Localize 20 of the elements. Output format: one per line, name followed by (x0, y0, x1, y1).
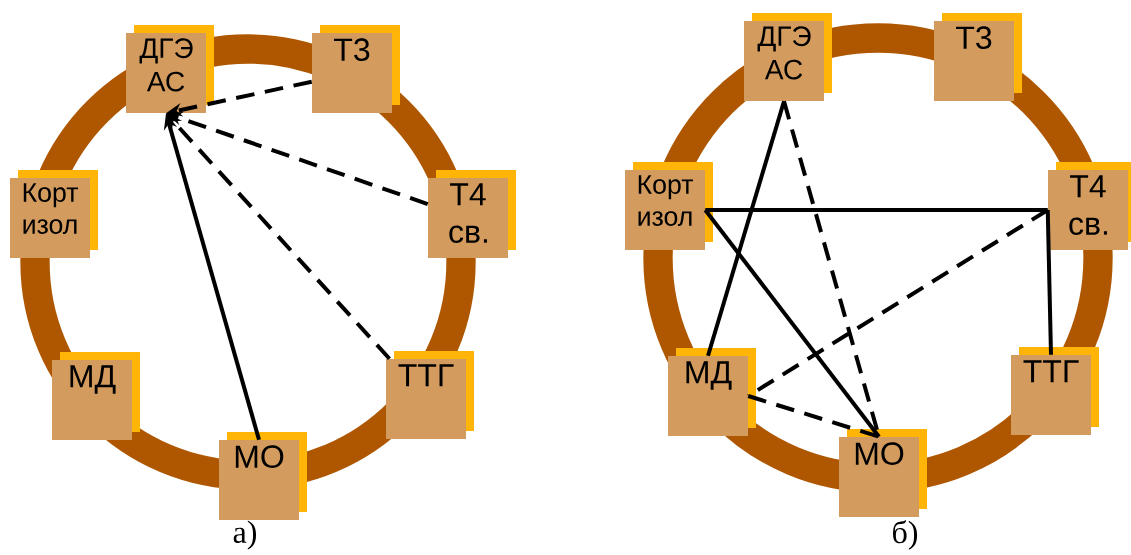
label-box: Т4 св. (428, 170, 516, 258)
connector (747, 394, 880, 439)
connector (703, 208, 881, 438)
label-box: ТТГ (386, 351, 474, 439)
label-box: МД (52, 352, 140, 440)
label-box: ТТГ (1011, 347, 1099, 435)
label-box: Корт изол (625, 162, 713, 250)
label-box: МД (668, 348, 756, 436)
label-box: ДГЭ АС (126, 25, 214, 113)
label-box: ДГЭ АС (744, 13, 832, 101)
connector (747, 208, 1049, 398)
label-box: Т3 (934, 13, 1022, 101)
label-box: Т4 св. (1048, 162, 1131, 250)
label-box: Т3 (312, 25, 400, 113)
connector (705, 208, 1048, 212)
connector (706, 100, 786, 357)
connector (1045, 209, 1053, 355)
label-box: Корт изол (10, 170, 98, 258)
label-box: МО (839, 429, 927, 517)
label-box: МО (219, 432, 307, 520)
